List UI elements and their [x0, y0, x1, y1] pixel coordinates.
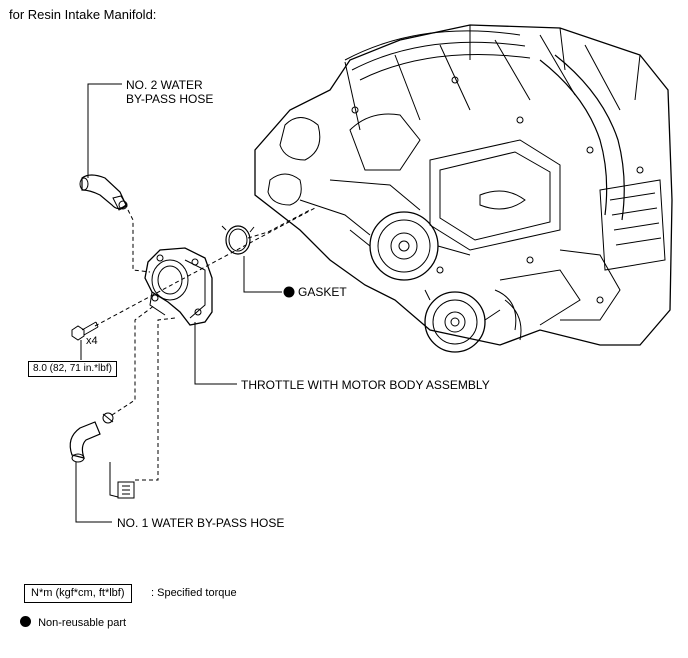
non-reusable-mark-icon	[283, 286, 295, 298]
engine-assembly	[254, 24, 673, 353]
callout-no2-hose-line1: NO. 2 WATER	[126, 78, 203, 92]
connector-drawing	[109, 462, 135, 499]
exploded-view-lines	[94, 207, 316, 481]
gasket-drawing	[221, 225, 255, 255]
throttle-body-drawing	[144, 247, 213, 326]
legend-nonreusable-row: Non-reusable part	[20, 616, 126, 630]
callout-leaders	[75, 83, 282, 523]
non-reusable-dot-icon	[20, 616, 31, 627]
no1-water-bypass-hose-drawing	[69, 412, 114, 463]
page-heading: for Resin Intake Manifold:	[9, 7, 157, 22]
no2-water-bypass-hose-drawing	[79, 174, 128, 211]
callout-throttle: THROTTLE WITH MOTOR BODY ASSEMBLY	[241, 378, 490, 392]
legend-torque-desc: : Specified torque	[151, 587, 237, 599]
callout-gasket: GASKET	[298, 285, 347, 299]
callout-bolt-qty: x4	[86, 335, 98, 347]
callout-no2-hose-line2: BY-PASS HOSE	[126, 92, 214, 106]
legend-torque-box: N*m (kgf*cm, ft*lbf)	[24, 584, 132, 603]
legend-nonreusable-label: Non-reusable part	[38, 617, 127, 629]
callout-no1-hose: NO. 1 WATER BY-PASS HOSE	[117, 516, 285, 530]
bolt-torque-box: 8.0 (82, 71 in.*lbf)	[28, 361, 117, 377]
